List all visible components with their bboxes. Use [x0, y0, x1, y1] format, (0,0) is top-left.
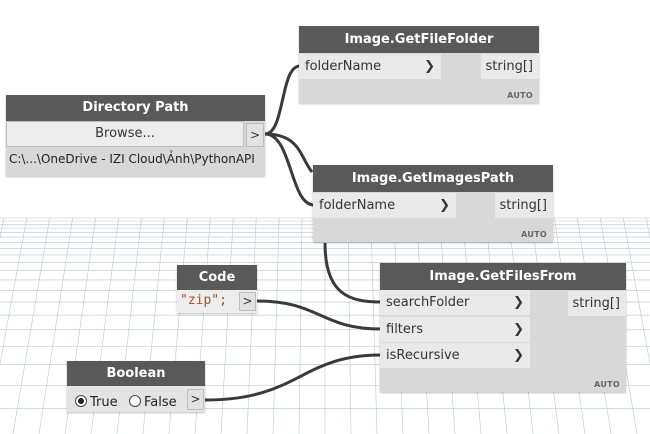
port-label: folderName	[319, 198, 396, 213]
output-port[interactable]: >	[187, 389, 204, 410]
radio-label-false: False	[144, 395, 177, 410]
node-image-getimagespath[interactable]: Image.GetImagesPath folderName ❯ string[…	[313, 165, 553, 242]
node-title: Boolean	[67, 361, 205, 386]
input-port-filters[interactable]: filters ❯	[380, 317, 530, 342]
wire-getimagespath-to-searchfolder[interactable]	[323, 242, 382, 304]
grid-line	[12, 217, 51, 434]
port-label: searchFolder	[386, 295, 470, 310]
grid-line	[370, 217, 378, 434]
radio-checked-icon	[75, 395, 87, 407]
code-editor[interactable]: "zip";	[180, 293, 227, 308]
node-image-getfilefolder[interactable]: Image.GetFileFolder folderName ❯ string[…	[299, 26, 539, 103]
node-boolean[interactable]: Boolean True False >	[67, 361, 205, 412]
node-image-getfilesfrom[interactable]: Image.GetFilesFrom searchFolder ❯ filter…	[380, 263, 626, 392]
node-title: Directory Path	[6, 95, 265, 121]
lacing-indicator: AUTO	[521, 230, 547, 239]
output-port[interactable]: string[]	[481, 54, 539, 79]
output-port[interactable]: >	[239, 292, 256, 311]
port-label: filters	[386, 322, 424, 337]
output-port[interactable]: string[]	[495, 193, 553, 218]
port-label: folderName	[305, 59, 382, 74]
grid-line	[272, 217, 280, 434]
wire-dirpath-to-getimagespath[interactable]	[264, 132, 315, 207]
grid-line	[622, 217, 650, 366]
node-title: Image.GetImagesPath	[313, 165, 553, 192]
radio-unchecked-icon	[129, 395, 141, 407]
wire-codeblock-to-filters[interactable]	[256, 299, 382, 331]
node-title: Code Block	[177, 265, 257, 310]
directory-path-value: C:\...\OneDrive - IZI Cloud\Ảnh\PythonAP…	[9, 152, 255, 166]
input-port-isrecursive[interactable]: isRecursive ❯	[380, 343, 530, 368]
browse-button[interactable]: Browse...	[6, 121, 244, 147]
grid-line	[298, 217, 303, 434]
chevron-right-icon: ❯	[424, 59, 435, 74]
lacing-indicator: AUTO	[594, 380, 620, 389]
wire-dirpath-to-getfilefolder[interactable]	[264, 64, 301, 136]
chevron-right-icon: ❯	[513, 348, 524, 363]
output-port[interactable]: string[]	[568, 291, 626, 316]
radio-true[interactable]: True	[75, 391, 118, 410]
lacing-indicator: AUTO	[507, 91, 533, 100]
chevron-right-icon: ❯	[439, 198, 450, 213]
grid-line	[38, 217, 73, 434]
radio-false[interactable]: False	[129, 391, 177, 410]
wire-boolean-to-isrecursive[interactable]	[204, 353, 382, 402]
output-port[interactable]: >	[246, 123, 264, 147]
grid-line	[0, 217, 28, 366]
chevron-right-icon: ❯	[513, 322, 524, 337]
wire-dirpath-to-searchfolder[interactable]	[264, 132, 314, 173]
grid-line	[246, 217, 257, 434]
port-label: isRecursive	[386, 348, 460, 363]
radio-label-true: True	[90, 395, 118, 410]
chevron-right-icon: ❯	[513, 295, 524, 310]
node-code-block[interactable]: Code Block "zip"; >	[177, 265, 257, 313]
node-directory-path[interactable]: Directory Path Browse... > C:\...\OneDri…	[6, 95, 265, 176]
input-port-searchfolder[interactable]: searchFolder ❯	[380, 290, 530, 315]
node-title: Image.GetFilesFrom	[380, 263, 626, 290]
input-port-foldername[interactable]: folderName ❯	[313, 193, 456, 218]
node-title: Image.GetFileFolder	[299, 26, 539, 53]
input-port-foldername[interactable]: folderName ❯	[299, 54, 441, 79]
